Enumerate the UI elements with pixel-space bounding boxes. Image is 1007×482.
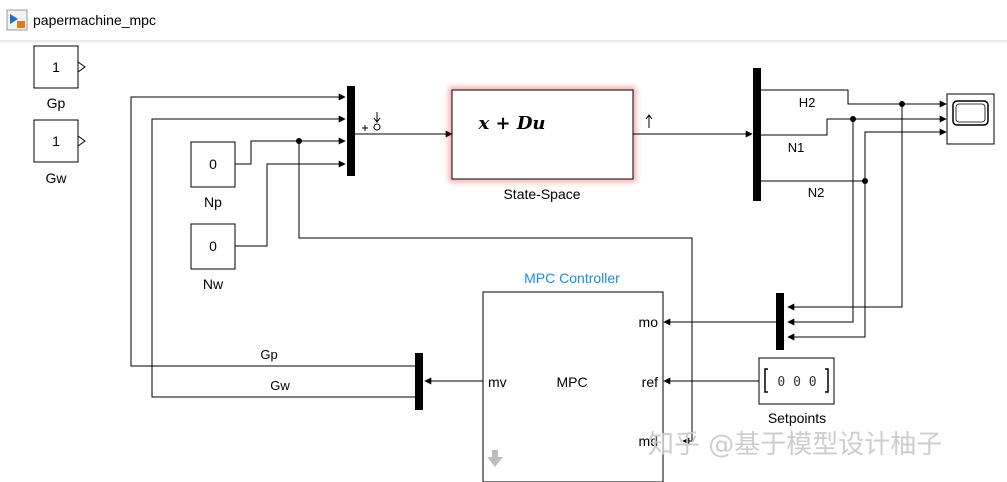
state-space-equation: x + Du bbox=[477, 113, 545, 134]
gp-constant-block[interactable]: 1 bbox=[33, 45, 86, 89]
signal-h2-label: H2 bbox=[799, 95, 816, 110]
output-demux-block[interactable] bbox=[753, 68, 761, 201]
output-port-icon bbox=[645, 114, 653, 128]
np-label: Np bbox=[204, 194, 222, 210]
scope-icon bbox=[952, 100, 989, 126]
n1-branch-point bbox=[850, 116, 856, 122]
mv-demux-block[interactable] bbox=[415, 353, 423, 410]
np-branch-point bbox=[296, 138, 302, 144]
h2-branch-point bbox=[899, 101, 905, 107]
mpc-controller-block[interactable]: MPC mo ref md mv bbox=[482, 291, 664, 482]
down-arrow-icon bbox=[487, 450, 503, 467]
gp-value: 1 bbox=[52, 59, 60, 75]
gw-value: 1 bbox=[52, 133, 60, 149]
mpc-controller-title: MPC Controller bbox=[524, 270, 620, 286]
signal-gw-label: Gw bbox=[270, 378, 290, 393]
feedback-mux-block[interactable] bbox=[776, 293, 784, 350]
mpc-port-mv: mv bbox=[488, 374, 507, 390]
mpc-port-ref: ref bbox=[642, 374, 658, 390]
input-mux-wires bbox=[130, 93, 693, 445]
nw-value: 0 bbox=[209, 238, 217, 254]
output-wires bbox=[761, 89, 947, 341]
gp-output-port bbox=[77, 61, 86, 73]
signal-gp-label: Gp bbox=[260, 347, 277, 362]
state-space-block[interactable]: x + Du bbox=[449, 87, 636, 182]
gw-constant-block[interactable]: 1 bbox=[33, 119, 86, 163]
state-space-label: State-Space bbox=[503, 186, 580, 202]
simulink-model-icon bbox=[6, 9, 28, 31]
scope-block[interactable] bbox=[946, 93, 995, 145]
setpoints-block[interactable]: 0 0 0 bbox=[758, 357, 835, 405]
signal-n1-label: N1 bbox=[788, 140, 805, 155]
gw-output-port bbox=[77, 135, 86, 147]
sample-time-icon bbox=[362, 112, 381, 131]
n2-branch-point bbox=[862, 178, 868, 184]
signal-n2-label: N2 bbox=[808, 185, 825, 200]
window-title: papermachine_mpc bbox=[33, 12, 156, 28]
gw-label: Gw bbox=[46, 170, 68, 186]
setpoints-label: Setpoints bbox=[768, 410, 826, 426]
np-value: 0 bbox=[209, 156, 217, 172]
setpoints-display: 0 0 0 bbox=[777, 375, 816, 390]
nw-constant-block[interactable]: 0 bbox=[190, 223, 236, 270]
watermark-text: 知乎 @基于模型设计柚子 bbox=[648, 430, 943, 460]
gp-label: Gp bbox=[47, 95, 66, 111]
title-bar-shadow bbox=[0, 40, 1007, 44]
nw-label: Nw bbox=[203, 276, 224, 292]
np-constant-block[interactable]: 0 bbox=[190, 141, 236, 188]
input-mux-block[interactable] bbox=[347, 86, 355, 176]
mpc-center-label: MPC bbox=[556, 374, 587, 390]
mpc-port-md: md bbox=[639, 433, 658, 449]
mpc-port-mo: mo bbox=[639, 314, 659, 330]
